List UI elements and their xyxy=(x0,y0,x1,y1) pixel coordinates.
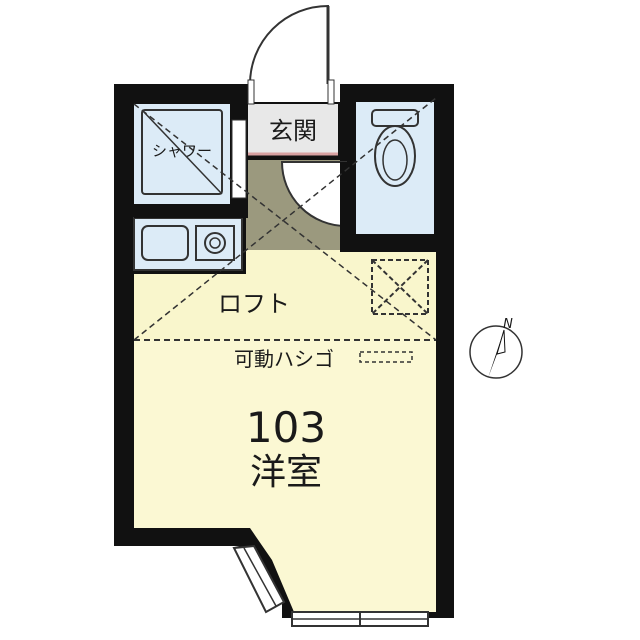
shower-door xyxy=(231,119,247,199)
unit-number: 103 xyxy=(246,403,326,452)
toilet-bowl-icon xyxy=(374,125,416,187)
loft-diagonal-a xyxy=(133,103,437,341)
toilet-seat xyxy=(382,139,408,181)
loft-diagonal-b xyxy=(133,97,437,341)
front-door-swing xyxy=(249,4,329,85)
shower-tray xyxy=(141,109,223,195)
loft-hatch-x2 xyxy=(371,259,429,315)
loft-area xyxy=(134,160,436,340)
shower-label: シャワー xyxy=(152,142,212,160)
kitchen-sink xyxy=(141,225,189,261)
toilet-wall xyxy=(340,162,356,250)
stove-burner-inner xyxy=(209,237,221,249)
shower-cross xyxy=(141,109,223,195)
movable-ladder xyxy=(359,351,413,363)
stove-burner-icon xyxy=(204,232,226,254)
compass-icon xyxy=(469,325,523,379)
door-frame-right xyxy=(327,79,335,105)
kitchen-wall-cap xyxy=(134,204,248,218)
ladder-label: 可動ハシゴ xyxy=(234,347,334,371)
toilet-room xyxy=(356,102,434,234)
entrance-area xyxy=(248,104,338,154)
room-type-label: 洋室 xyxy=(250,452,322,493)
loft-hatch-x1 xyxy=(371,259,429,315)
bay-window-pane xyxy=(243,547,277,607)
compass-north-label: N xyxy=(503,317,513,332)
shower-room xyxy=(134,104,230,204)
loft-label: ロフト xyxy=(218,290,290,318)
door-frame-left xyxy=(247,79,255,105)
stove xyxy=(195,225,235,261)
bay-window xyxy=(232,544,286,614)
entrance-label: 玄関 xyxy=(269,117,317,145)
loft-hatch xyxy=(371,259,429,315)
